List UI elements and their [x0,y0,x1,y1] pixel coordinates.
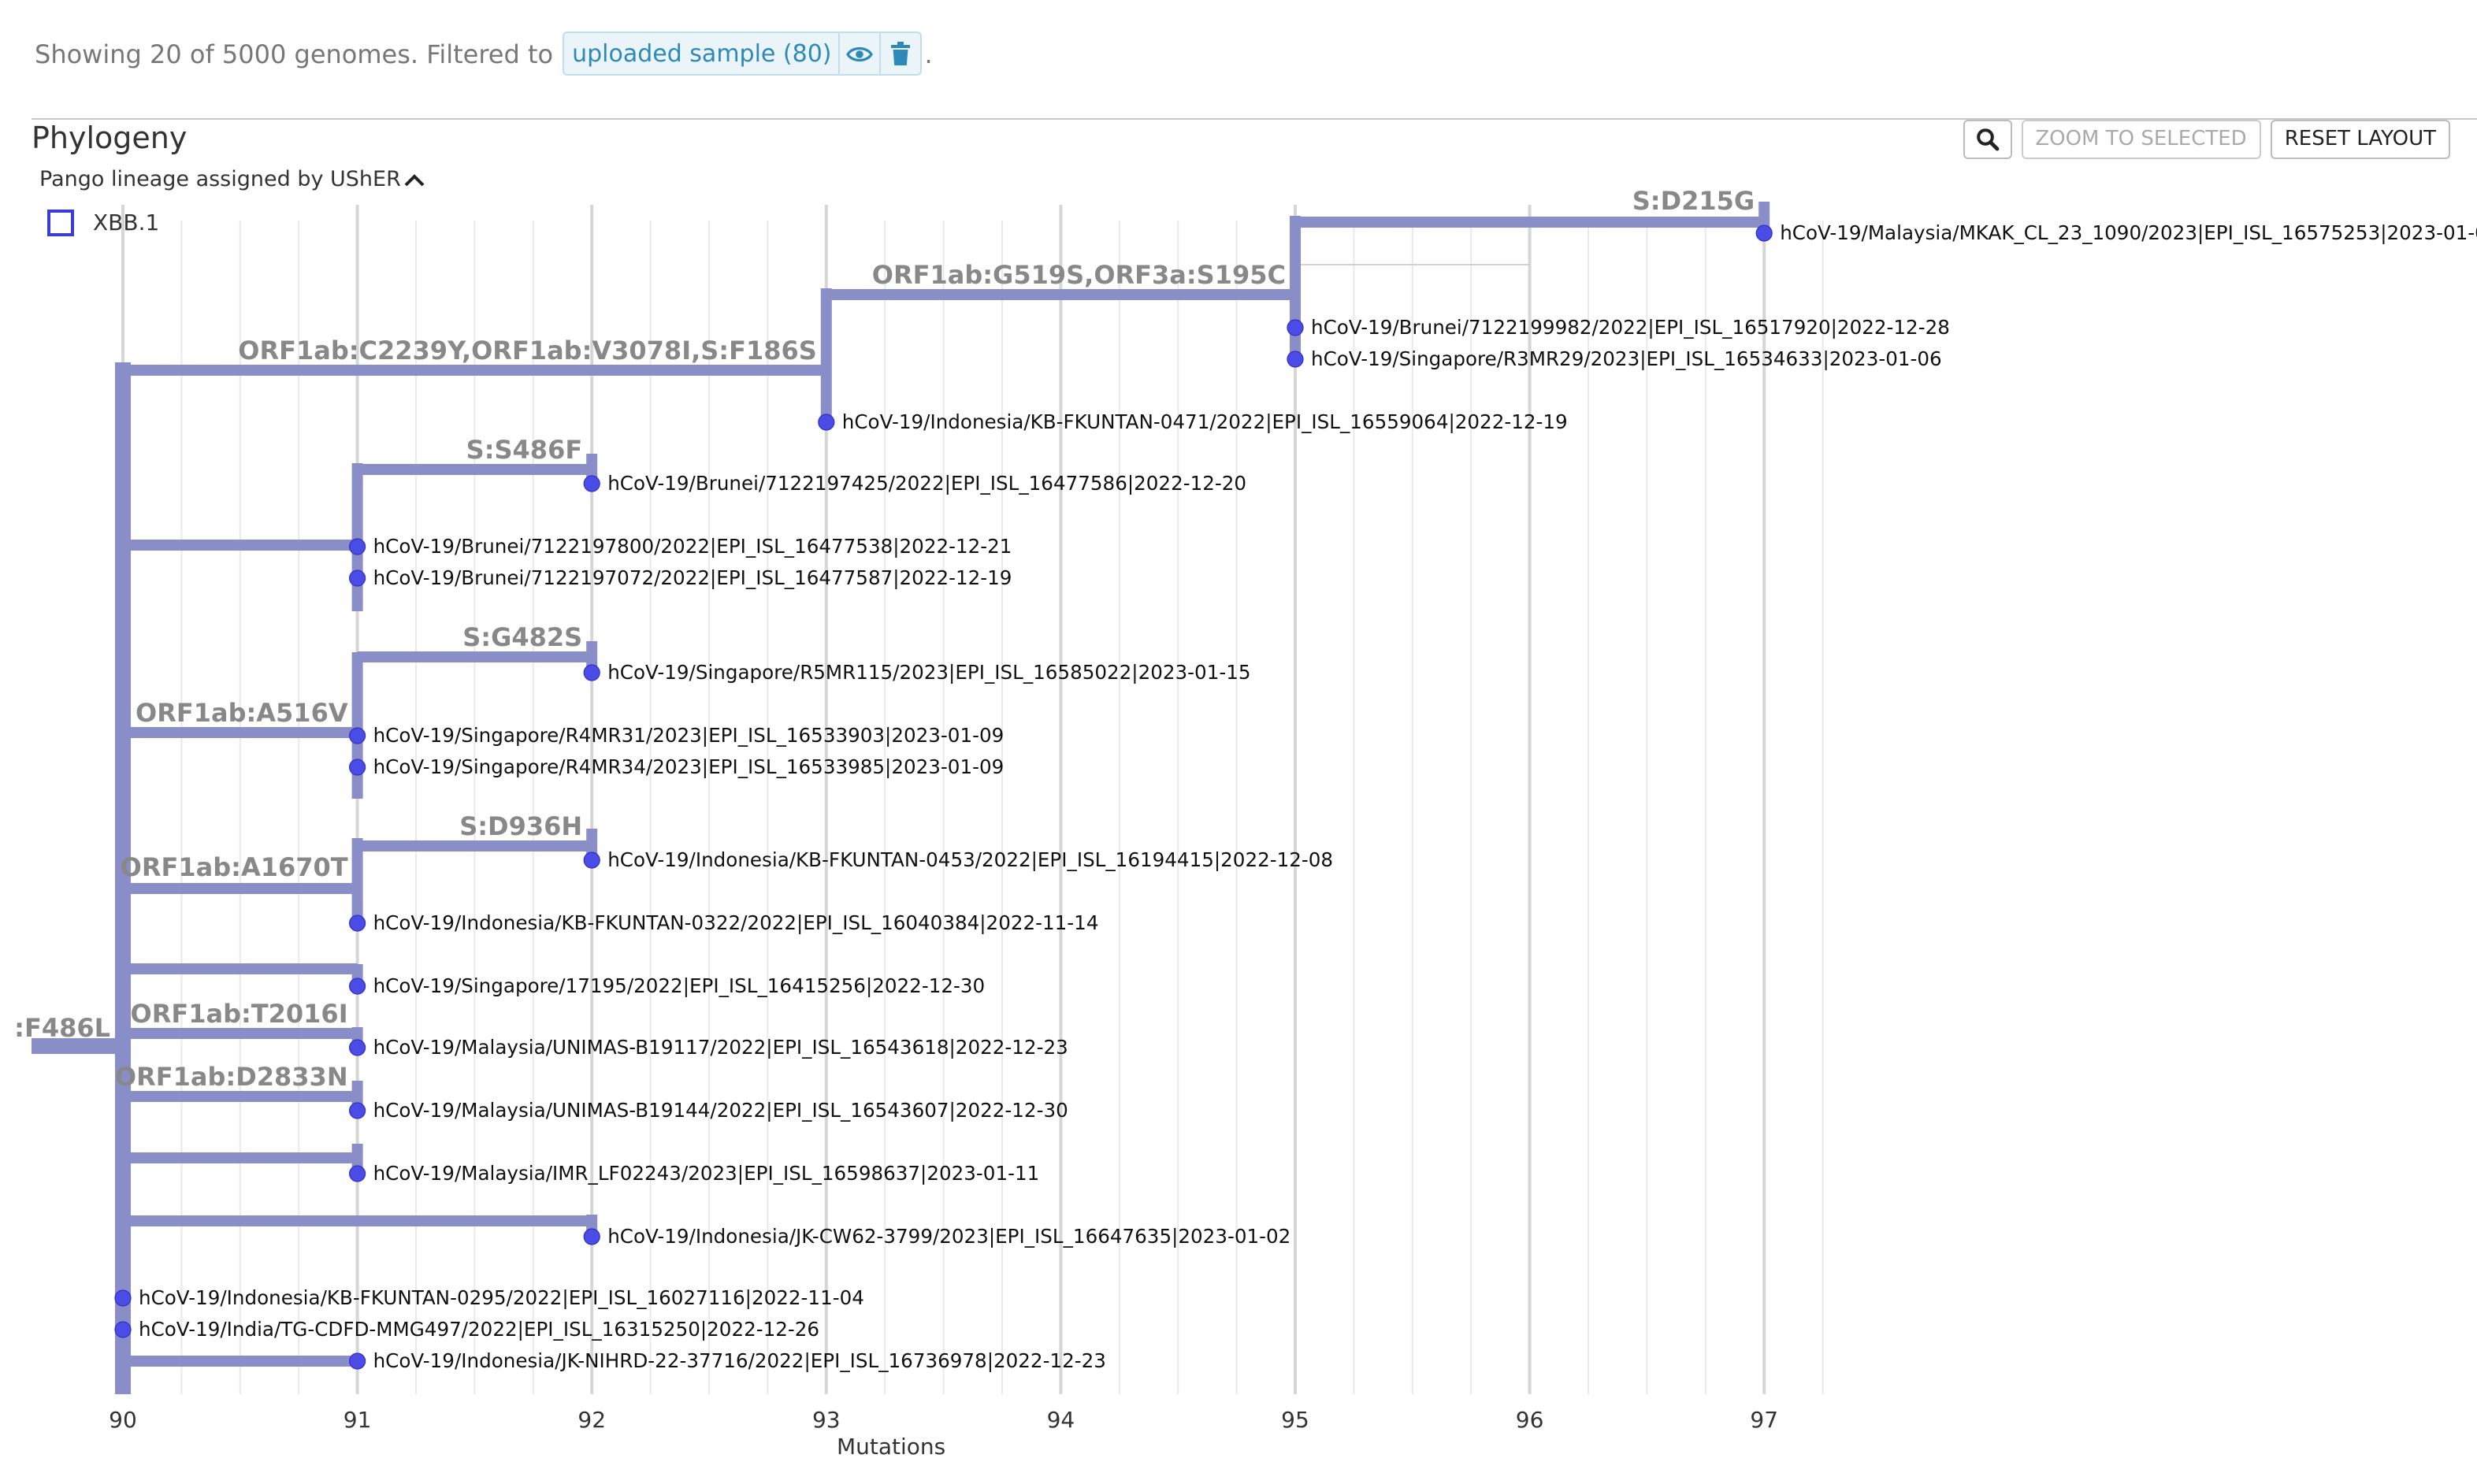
tip-label-1[interactable]: hCoV-19/Brunei/7122199982/2022|EPI_ISL_1… [1311,316,1950,339]
trash-icon[interactable] [878,33,920,74]
mutation-label-tip-10: S:D936H [459,811,582,841]
chevron-up-icon[interactable] [404,173,426,187]
tip-node-4[interactable] [583,475,600,492]
color-by-selector[interactable]: Pango lineage assigned by UShER [39,167,426,192]
tip-label-9[interactable]: hCoV-19/Singapore/R4MR34/2023|EPI_ISL_16… [373,755,1005,778]
x-axis-title: Mutations [837,1435,946,1460]
tip-node-18[interactable] [114,1321,132,1338]
tip-node-17[interactable] [114,1289,132,1307]
tip-label-18[interactable]: hCoV-19/India/TG-CDFD-MMG497/2022|EPI_IS… [139,1318,819,1341]
tip-label-17[interactable]: hCoV-19/Indonesia/KB-FKUNTAN-0295/2022|E… [139,1286,864,1309]
filter-info-line: Showing 20 of 5000 genomes. Filtered to … [35,32,933,76]
panel-title: Phylogeny [32,121,188,156]
tip-label-8[interactable]: hCoV-19/Singapore/R4MR31/2023|EPI_ISL_16… [373,724,1005,747]
x-tick-label-97: 97 [1750,1407,1778,1433]
mutation-label-tip-7: S:G482S [462,622,582,652]
mutation-label-tip-13: ORF1ab:T2016I [131,999,348,1029]
tip-node-13[interactable] [349,1039,366,1056]
tip-node-11[interactable] [349,915,366,932]
tip-node-16[interactable] [583,1228,600,1245]
tip-node-3[interactable] [818,414,835,431]
tip-label-3[interactable]: hCoV-19/Indonesia/KB-FKUNTAN-0471/2022|E… [842,410,1568,433]
x-tick-label-93: 93 [812,1407,841,1433]
tip-label-6[interactable]: hCoV-19/Brunei/7122197072/2022|EPI_ISL_1… [373,566,1012,589]
tip-node-12[interactable] [349,978,366,995]
mutation-label-root: :F486L [14,1013,110,1043]
x-tick-label-95: 95 [1281,1407,1309,1433]
period-text: . [924,39,933,69]
mutation-label-tip-4: S:S486F [466,435,583,465]
x-tick-label-96: 96 [1516,1407,1544,1433]
tip-label-15[interactable]: hCoV-19/Malaysia/IMR_LF02243/2023|EPI_IS… [373,1162,1040,1185]
tip-label-7[interactable]: hCoV-19/Singapore/R5MR115/2023|EPI_ISL_1… [607,661,1250,684]
tip-label-12[interactable]: hCoV-19/Singapore/17195/2022|EPI_ISL_164… [373,974,986,997]
tip-label-13[interactable]: hCoV-19/Malaysia/UNIMAS-B19117/2022|EPI_… [373,1036,1068,1059]
color-by-label: Pango lineage assigned by UShER [39,167,401,192]
tip-label-0[interactable]: hCoV-19/Malaysia/MKAK_CL_23_1090/2023|EP… [1780,221,2477,244]
tip-label-11[interactable]: hCoV-19/Indonesia/KB-FKUNTAN-0322/2022|E… [373,911,1099,934]
mutation-label-tip-14: ORF1ab:D2833N [115,1062,348,1092]
mutation-label-n95: ORF1ab:G519S,ORF3a:S195C [872,260,1286,290]
mutation-label-n91-sg: ORF1ab:A516V [136,698,348,728]
filter-chip[interactable]: uploaded sample (80) [563,32,922,76]
tip-label-16[interactable]: hCoV-19/Indonesia/JK-CW62-3799/2023|EPI_… [607,1225,1290,1248]
x-tick-label-92: 92 [577,1407,606,1433]
tip-node-14[interactable] [349,1102,366,1119]
legend-label: XBB.1 [93,210,160,236]
x-tick-label-94: 94 [1047,1407,1075,1433]
tip-label-19[interactable]: hCoV-19/Indonesia/JK-NIHRD-22-37716/2022… [373,1349,1106,1372]
tip-node-9[interactable] [349,759,366,776]
zoom-search-button[interactable] [1963,120,2012,159]
eye-icon[interactable] [837,33,879,74]
zoom-to-selected-button[interactable]: ZOOM TO SELECTED [2021,120,2261,159]
mutation-label-tip-0: S:D215G [1632,186,1755,216]
tip-label-5[interactable]: hCoV-19/Brunei/7122197800/2022|EPI_ISL_1… [373,535,1012,558]
mutation-label-n91-indo: ORF1ab:A1670T [121,852,348,882]
tip-node-7[interactable] [583,664,600,681]
legend-swatch [47,210,74,236]
tip-node-2[interactable] [1287,351,1304,368]
tip-node-19[interactable] [349,1352,366,1370]
tip-label-14[interactable]: hCoV-19/Malaysia/UNIMAS-B19144/2022|EPI_… [373,1099,1068,1122]
tip-node-10[interactable] [583,851,600,869]
tip-node-6[interactable] [349,569,366,587]
tip-node-5[interactable] [349,538,366,555]
mutation-label-n93: ORF1ab:C2239Y,ORF1ab:V3078I,S:F186S [238,336,817,365]
tip-label-4[interactable]: hCoV-19/Brunei/7122197425/2022|EPI_ISL_1… [607,472,1246,495]
tip-node-8[interactable] [349,727,366,744]
x-tick-label-91: 91 [344,1407,372,1433]
tip-node-1[interactable] [1287,319,1304,336]
tip-label-10[interactable]: hCoV-19/Indonesia/KB-FKUNTAN-0453/2022|E… [607,848,1333,871]
genome-count-text: Showing 20 of 5000 genomes. Filtered to [35,39,554,69]
tip-node-15[interactable] [349,1165,366,1182]
tree-toolbar: ZOOM TO SELECTED RESET LAYOUT [1963,120,2450,159]
x-tick-label-90: 90 [109,1407,137,1433]
panel-divider [32,118,2477,120]
tip-node-0[interactable] [1755,224,1773,242]
reset-layout-button[interactable]: RESET LAYOUT [2270,120,2450,159]
filter-chip-label[interactable]: uploaded sample (80) [572,39,832,68]
legend: XBB.1 [47,210,159,236]
tip-label-2[interactable]: hCoV-19/Singapore/R3MR29/2023|EPI_ISL_16… [1311,347,1942,370]
search-icon [1976,128,1999,151]
